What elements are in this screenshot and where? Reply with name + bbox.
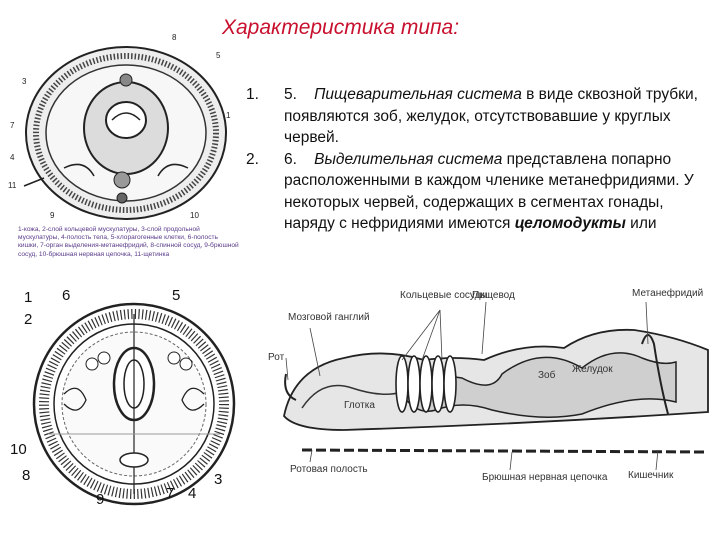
fig2-label: 1 [24,289,32,306]
fig2-label: 8 [22,467,30,484]
fig3-label-intestine: Кишечник [628,470,674,481]
fig3-label-rings: Кольцевые сосуды [400,290,488,301]
longitudinal-section-figure: Кольцевые сосуды Пищевод Метанефридий Мо… [268,287,709,483]
item-subnumber: 5. [284,86,297,103]
fig3-label-ganglion: Мозговой ганглий [288,312,370,323]
fig3-label-nerve-cord: Брюшная нервная цепочка [482,472,608,483]
fig1-label: 10 [190,211,199,220]
fig3-label-esophagus: Пищевод [472,290,515,301]
fig3-label-crop: Зоб [538,369,556,381]
fig3-label-oral-cavity: Ротовая полость [290,464,368,475]
fig2-label: 4 [188,485,196,502]
fig2-label: 2 [24,311,32,328]
fig3-label-pharynx: Глотка [344,400,375,411]
item-text: представлена попарно расположенными в ка… [284,150,694,233]
item-term: Выделительная система [314,150,503,168]
fig2-label: 9 [96,491,104,508]
fig1-label: 4 [10,153,15,162]
fig2-label: 3 [214,471,222,488]
item-number: 1. [246,86,259,103]
figure-1-caption: 1-кожа, 2-слой кольцевой мускулатуры, 3-… [18,226,239,258]
item-term-2: целомодукты [514,215,626,232]
fig3-label-metanephridium: Метанефридий [632,287,703,299]
item-term: Пищеварительная система [314,86,522,103]
cross-section-figure-2: 1 6 5 2 10 8 9 7 4 3 [10,287,236,508]
item-number: 2. [246,150,259,168]
fig2-label: 6 [62,287,70,304]
fig2-label: 7 [166,485,174,502]
fig1-label: 11 [8,181,17,190]
list-item: 2. 6. Выделительная система представлена … [238,149,700,235]
item-text-2: или [625,215,657,232]
fig1-label: 3 [22,77,27,86]
text-block: 1. 5. Пищеварительная система в виде скво… [238,84,700,254]
fig2-label: 10 [10,441,27,458]
item-text: в виде сквозной трубки, появляются зоб, … [284,86,698,146]
fig2-label: 5 [172,287,180,304]
cross-section-figure-1: 8 3 5 7 4 11 1 9 10 [8,33,231,220]
fig1-label: 7 [10,121,15,130]
fig1-label: 8 [172,33,177,42]
list-item: 1. 5. Пищеварительная система в виде скво… [238,84,700,149]
fig3-label-mouth: Рот [268,352,285,363]
slide-title: Характеристика типа: [222,16,460,39]
item-subnumber: 6. [284,150,297,168]
fig1-label: 1 [226,111,231,120]
fig3-label-stomach: Желудок [572,364,613,375]
fig1-label: 5 [216,51,221,60]
fig1-label: 9 [50,211,55,220]
